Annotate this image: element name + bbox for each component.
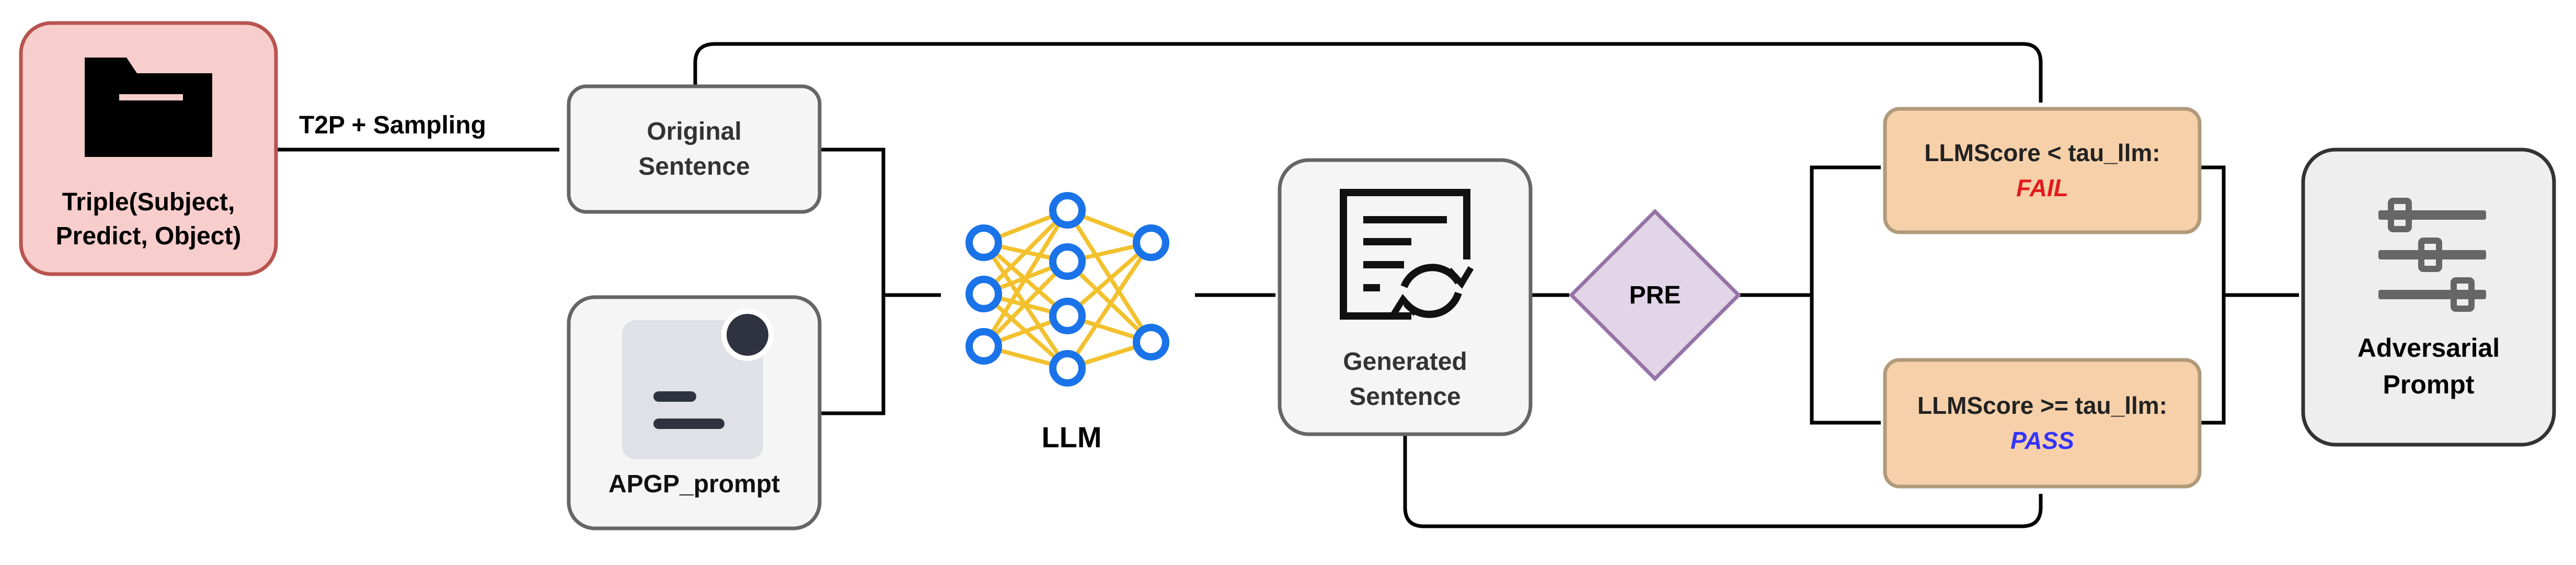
edge-original-to-llm <box>821 148 886 295</box>
nn-node <box>1049 350 1086 387</box>
edge-fail-out <box>2200 165 2226 295</box>
sliders-icon <box>2378 198 2486 312</box>
folder-icon <box>85 58 212 157</box>
fail-score-label: LLMScore < tau_llm: FAIL <box>1885 109 2200 232</box>
nn-connection <box>1065 209 1153 344</box>
nn-connection <box>1065 241 1153 370</box>
nn-node <box>1049 192 1086 229</box>
original-sentence-node <box>567 84 822 214</box>
pass-condition-text: LLMScore >= tau_llm: <box>1917 392 2167 420</box>
nn-node <box>1049 243 1086 280</box>
apgp-prompt-label: APGP_prompt <box>608 470 780 498</box>
pre-label: PRE <box>1629 281 1681 309</box>
edge-to-fail <box>1810 165 1881 295</box>
edge-apgp-to-llm <box>821 295 886 415</box>
document-refresh-icon <box>1340 189 1474 320</box>
fail-condition-text: LLMScore < tau_llm: <box>1924 139 2160 167</box>
adversarial-line2: Prompt <box>2383 370 2475 399</box>
nn-node <box>1049 298 1086 334</box>
generated-sentence-line1: Generated <box>1343 347 1467 376</box>
nn-node <box>965 224 1002 261</box>
edge-to-pass <box>1810 295 1881 425</box>
generated-sentence-label: Generated Sentence <box>1280 340 1531 419</box>
nn-connection <box>982 260 1069 348</box>
generated-sentence-line2: Sentence <box>1349 383 1461 411</box>
fail-score-node <box>1883 107 2202 234</box>
pass-status-text: PASS <box>2010 427 2074 454</box>
nn-connection <box>1066 241 1153 318</box>
adversarial-prompt-label: Adversarial Prompt <box>2303 324 2554 408</box>
pass-score-label: LLMScore >= tau_llm: PASS <box>1885 360 2200 487</box>
nn-node <box>1133 324 1169 360</box>
nn-node <box>1133 224 1169 261</box>
prompt-app-icon <box>622 309 774 459</box>
edge-generated-to-pass-bottom <box>1403 434 2043 528</box>
pre-decision-node <box>1569 209 1741 381</box>
nn-connection <box>982 209 1070 348</box>
llm-label: LLM <box>1041 420 1102 454</box>
fail-status-text: FAIL <box>2016 174 2068 201</box>
edge-original-to-fail-top <box>693 42 2043 103</box>
neural-network-icon <box>965 192 1169 387</box>
original-sentence-label: Original Sentence <box>569 86 820 212</box>
original-sentence-line2: Sentence <box>638 153 750 180</box>
edge-pass-out <box>2200 295 2226 425</box>
connectors <box>276 42 2299 528</box>
edge-label-t2p-sampling: T2P + Sampling <box>299 111 486 139</box>
nn-node <box>965 328 1002 365</box>
triple-label-line2: Predict, Object) <box>55 222 242 250</box>
adversarial-line1: Adversarial <box>2357 333 2500 363</box>
triple-label: Triple(Subject, Predict, Object) <box>21 183 276 256</box>
pass-score-node <box>1883 358 2202 489</box>
nn-node <box>965 276 1002 312</box>
original-sentence-line1: Original <box>647 117 742 145</box>
triple-label-line1: Triple(Subject, <box>62 188 235 217</box>
nn-connection <box>982 209 1069 296</box>
